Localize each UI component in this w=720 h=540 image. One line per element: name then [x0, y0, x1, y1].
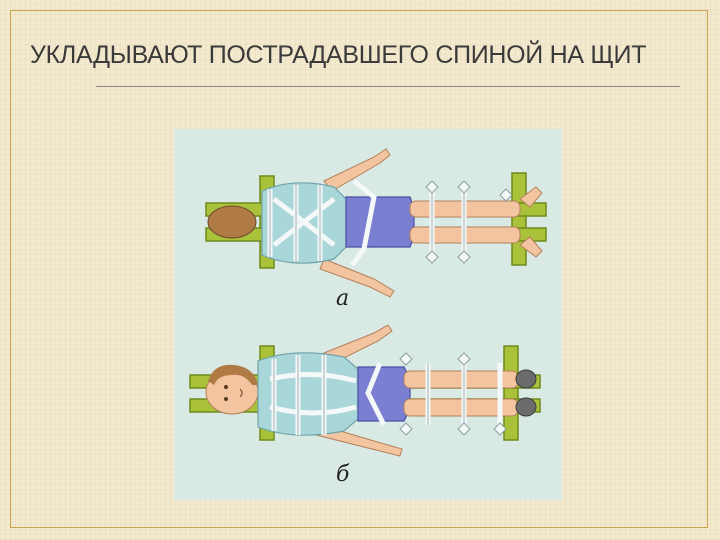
slide-title: УКЛАДЫВАЮТ ПОСТРАДАВШЕГО СПИНОЙ НА ЩИТ [30, 41, 647, 69]
stretcher-illustration: а [189, 148, 547, 487]
title-underline [96, 86, 680, 87]
figure-a-label: а [336, 286, 349, 311]
page-border [10, 10, 708, 528]
figure-a: а [205, 148, 547, 311]
figure-b-label: б [336, 462, 350, 487]
figure-b: б [189, 324, 541, 487]
illustration-panel: а [174, 129, 562, 500]
